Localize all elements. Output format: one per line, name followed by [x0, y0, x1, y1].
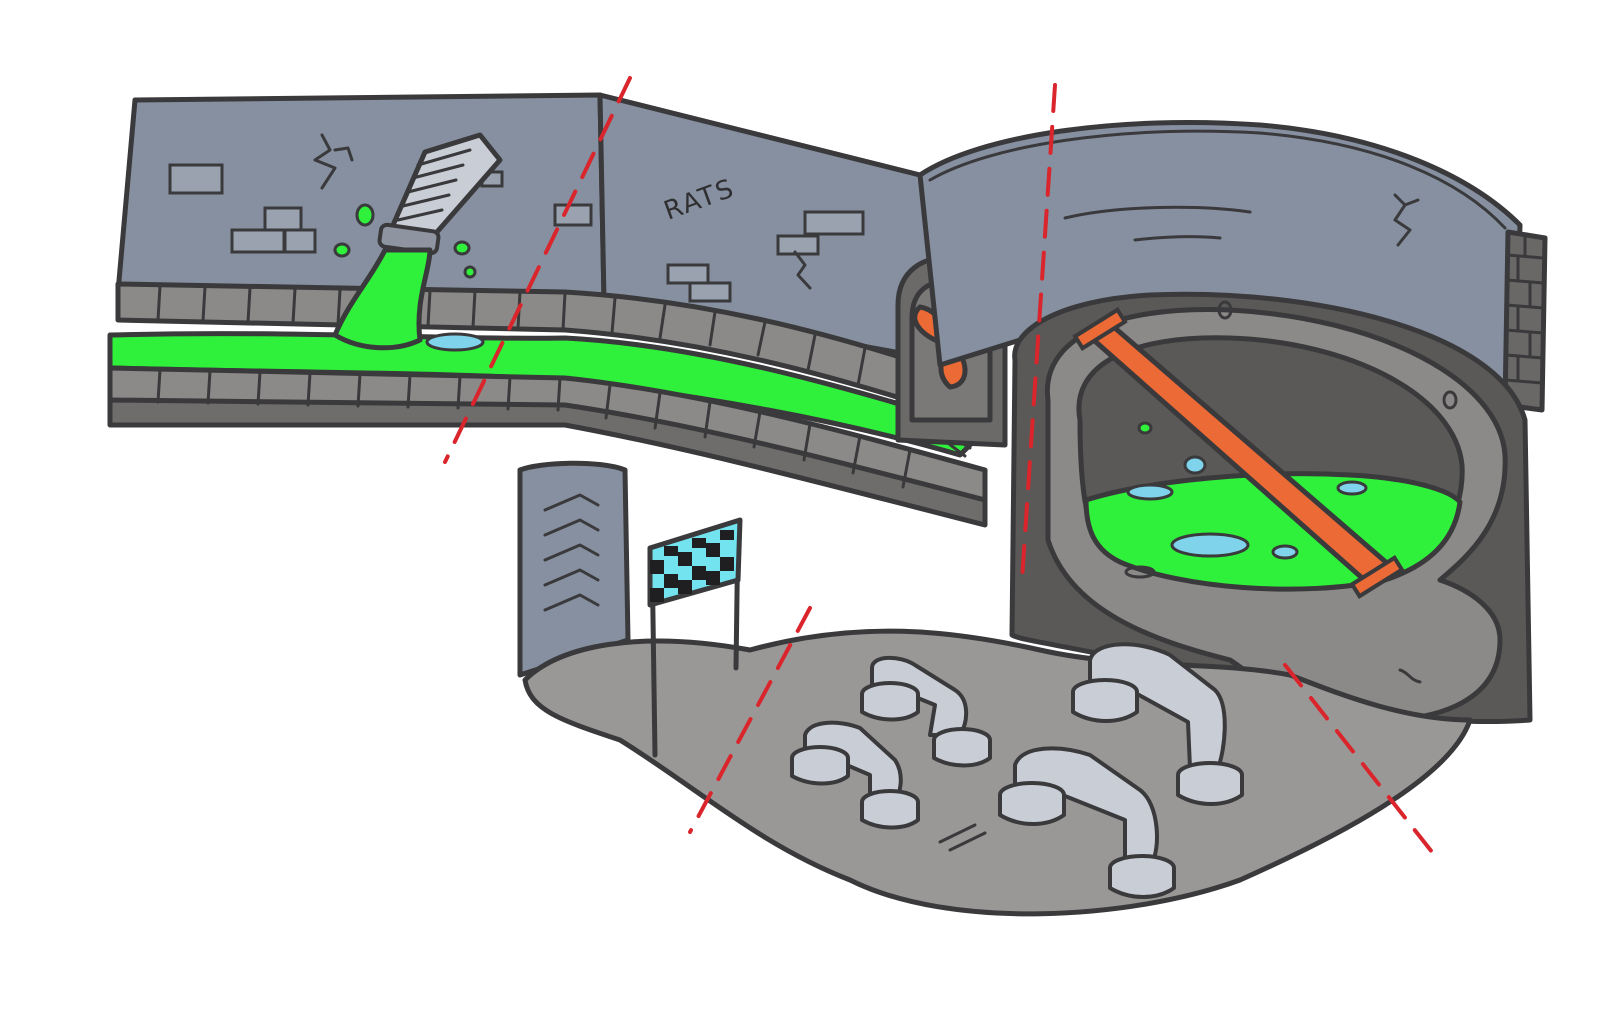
pipe-obstacle: [790, 720, 920, 830]
wall-scratch: [1133, 235, 1222, 242]
cut-line: [443, 76, 632, 464]
rim-bolt: [1442, 390, 1458, 410]
cut-line: [688, 606, 812, 834]
brick-pillar: [1502, 229, 1548, 413]
wall-scratch: [1063, 205, 1252, 220]
back-wall-left: [115, 92, 607, 303]
drain-pipe-icon: [332, 132, 503, 351]
pipe-obstacle: [998, 746, 1176, 899]
rim-bolt: [1124, 565, 1156, 579]
floor-scuffs: [938, 668, 1422, 852]
front-walkway-edge: [107, 397, 988, 528]
tank-slime-puddles: [1126, 455, 1368, 560]
slime-drop: [1137, 421, 1153, 435]
tank-room: [917, 119, 1548, 725]
slime-puddle: [425, 332, 485, 352]
brick-pillar-lines: [1504, 232, 1545, 385]
wall-bricks: [168, 163, 865, 303]
tank-wall-rim: [928, 129, 1507, 230]
pillar-chevrons: [543, 493, 600, 612]
pipe-obstacle: [860, 655, 992, 768]
left-pillar: [517, 460, 631, 678]
cut-line: [1020, 83, 1057, 582]
sewer-corridor: RATS: [107, 92, 1008, 528]
crack-icon: [793, 250, 812, 290]
rim-bolt: [1217, 300, 1233, 320]
pipe-obstacle: [1071, 642, 1244, 806]
crack-icon: [1393, 193, 1420, 247]
crack-icon: [313, 133, 354, 190]
checkered-flag-icon: [647, 517, 743, 758]
orange-beam: [1072, 307, 1405, 599]
floor-pipes: [790, 642, 1244, 899]
section-cut-lines: [443, 76, 1434, 854]
front-walkway-tiles: [156, 368, 912, 489]
